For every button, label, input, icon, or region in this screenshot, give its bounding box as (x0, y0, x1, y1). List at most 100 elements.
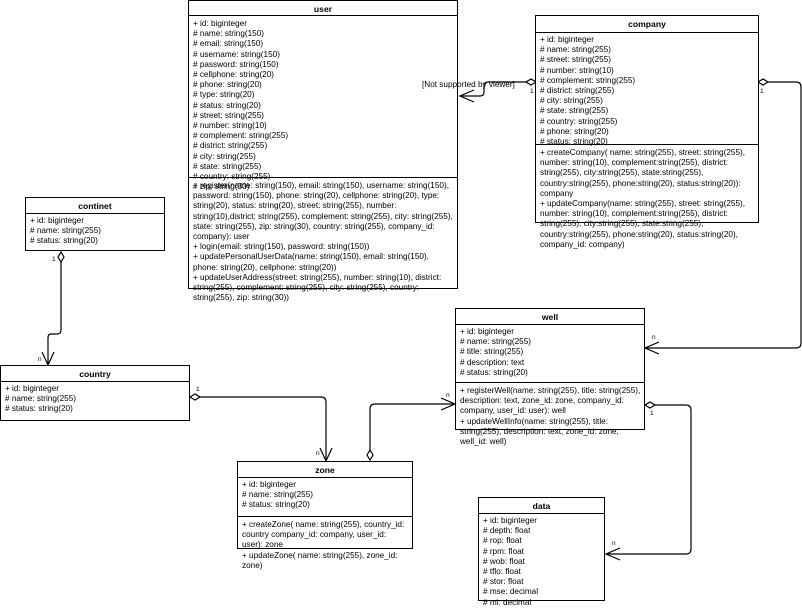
operations-section (26, 250, 164, 253)
class-title: country (1, 366, 189, 382)
aggregation-diamond-zone (366, 448, 374, 462)
multiplicity-label: 1 (530, 88, 534, 95)
class-operation: + updateCompany(name: string(255), stree… (540, 199, 746, 249)
class-attribute: # street: string(255) (540, 55, 611, 65)
class-operation: + registerWell(name: string(255), title:… (460, 386, 641, 416)
association-continet-country (47, 262, 62, 364)
not-supported-label: [Not supported by viewer] (422, 80, 515, 89)
class-attribute: # name: string(255) (242, 490, 313, 500)
class-attribute: # stor: float (483, 577, 524, 587)
class-attribute: # country: string(255) (540, 116, 618, 126)
class-attribute: # status: string(20) (242, 500, 310, 510)
class-attribute: # wob: float (483, 556, 525, 566)
class-title: continet (26, 198, 164, 214)
class-user[interactable]: user + id: biginteger# name: string(150)… (188, 0, 458, 302)
class-attribute: # name: string(255) (460, 337, 531, 347)
class-attribute: # rop: float (483, 536, 522, 546)
multiplicity-label: n (446, 392, 450, 399)
class-attribute: # complement: string(255) (193, 131, 289, 141)
class-title: well (456, 309, 644, 325)
class-attribute: + id: biginteger (193, 19, 247, 28)
attributes-section: + id: biginteger# name: string(255)# sta… (26, 214, 164, 250)
aggregation-diamond-company-user (524, 78, 538, 86)
class-operation: + updateWellInfo(name: string(255), titl… (460, 416, 619, 447)
class-attribute: # phone: string(20) (540, 126, 609, 136)
class-attribute: # password: string(150) (193, 59, 279, 69)
class-attribute: # tflo: float (483, 567, 521, 577)
class-attribute: # name: string(150) (193, 29, 264, 39)
operations-section: + createZone( name: string(255), country… (238, 516, 412, 574)
arrowhead-data (604, 547, 621, 561)
aggregation-diamond-country (188, 393, 202, 401)
association-company-user (460, 81, 526, 97)
class-attribute: # district: string(255) (540, 86, 615, 96)
class-operation: + register(name: string(150), email: str… (193, 181, 453, 242)
class-attribute: # state: string(255) (540, 106, 609, 116)
class-attribute: # depth: float (483, 526, 531, 536)
class-operation: + updateZone( name: string(255), zone_id… (242, 550, 398, 570)
class-operation: + updateUserAddress(street: string(255),… (193, 272, 442, 303)
association-zone-well (369, 403, 455, 450)
class-attribute: # zip: string(30) (193, 182, 250, 192)
attributes-section: + id: biginteger# depth: float# rop: flo… (479, 514, 604, 611)
attributes-section: + id: biginteger# name: string(150)# ema… (189, 16, 457, 191)
attributes-section: + id: biginteger# name: string(255)# str… (536, 33, 758, 146)
operations-section: + registerWell(name: string(255), title:… (456, 382, 644, 450)
attributes-section: + id: biginteger# name: string(255)# sta… (1, 382, 189, 420)
association-well-data (606, 404, 692, 555)
multiplicity-label: 1 (196, 386, 200, 393)
arrowhead-well-company (643, 341, 660, 355)
class-operation: + login(email: string(150), password: st… (193, 242, 370, 252)
multiplicity-label: n (316, 450, 320, 457)
multiplicity-label: n (612, 540, 616, 547)
class-attribute: # number: string(10) (193, 121, 267, 131)
class-attribute: # description: text (460, 357, 525, 367)
association-company-well (645, 81, 802, 349)
class-attribute: # mi: decimal (483, 597, 532, 607)
class-company[interactable]: company + id: biginteger# name: string(2… (535, 15, 759, 249)
class-attribute: # status: string(20) (5, 404, 73, 414)
class-country[interactable]: country + id: biginteger# name: string(2… (0, 365, 190, 421)
class-attribute: # state: string(255) (193, 161, 262, 171)
class-attribute: # status: string(20) (30, 236, 98, 246)
class-attribute: # status: string(20) (460, 367, 528, 377)
class-attribute: # mse: decimal (483, 587, 539, 597)
class-operation: + updatePersonalUserData(name: string(15… (193, 252, 429, 272)
class-title: zone (238, 462, 412, 478)
aggregation-diamond-company-well (756, 78, 770, 86)
operations-section: + register(name: string(150), email: str… (189, 177, 457, 306)
class-zone[interactable]: zone + id: biginteger# name: string(255)… (237, 461, 413, 570)
operations-section: + createCompany( name: string(255), stre… (536, 144, 758, 253)
class-attribute: # complement: string(255) (540, 75, 636, 85)
attributes-section: + id: biginteger# name: string(255)# sta… (238, 478, 412, 516)
class-attribute: + id: biginteger (242, 480, 296, 489)
class-attribute: # title: string(255) (460, 347, 524, 357)
arrowhead-user (458, 89, 475, 103)
class-title: data (479, 498, 604, 514)
class-attribute: # district: string(255) (193, 141, 268, 151)
class-data[interactable]: data + id: biginteger# depth: float# rop… (478, 497, 605, 607)
multiplicity-label: 1 (760, 88, 764, 95)
class-title: company (536, 16, 758, 33)
class-continet[interactable]: continet + id: biginteger# name: string(… (25, 197, 165, 251)
aggregation-diamond-continet (57, 250, 65, 264)
class-attribute: # cellphone: string(20) (193, 70, 275, 80)
class-operation: + createCompany( name: string(255), stre… (540, 148, 746, 198)
class-attribute: + id: biginteger (483, 516, 537, 525)
class-attribute: # rpm: float (483, 546, 524, 556)
class-attribute: # street: string(255) (193, 110, 264, 120)
multiplicity-label: n (38, 356, 42, 363)
class-attribute: # country: string(255) (193, 172, 271, 182)
attributes-section: + id: biginteger# name: string(255)# tit… (456, 325, 644, 382)
class-attribute: + id: biginteger (460, 327, 514, 336)
class-attribute: # username: string(150) (193, 49, 280, 59)
class-attribute: # name: string(255) (540, 45, 611, 55)
class-attribute: # city: string(255) (193, 151, 256, 161)
class-attribute: # type: string(20) (193, 90, 255, 100)
multiplicity-label: 1 (52, 256, 56, 263)
association-country-zone (200, 396, 327, 460)
operations-section (1, 420, 189, 423)
class-attribute: # name: string(255) (30, 226, 101, 236)
multiplicity-label: 1 (650, 410, 654, 417)
class-well[interactable]: well + id: biginteger# name: string(255)… (455, 308, 645, 446)
